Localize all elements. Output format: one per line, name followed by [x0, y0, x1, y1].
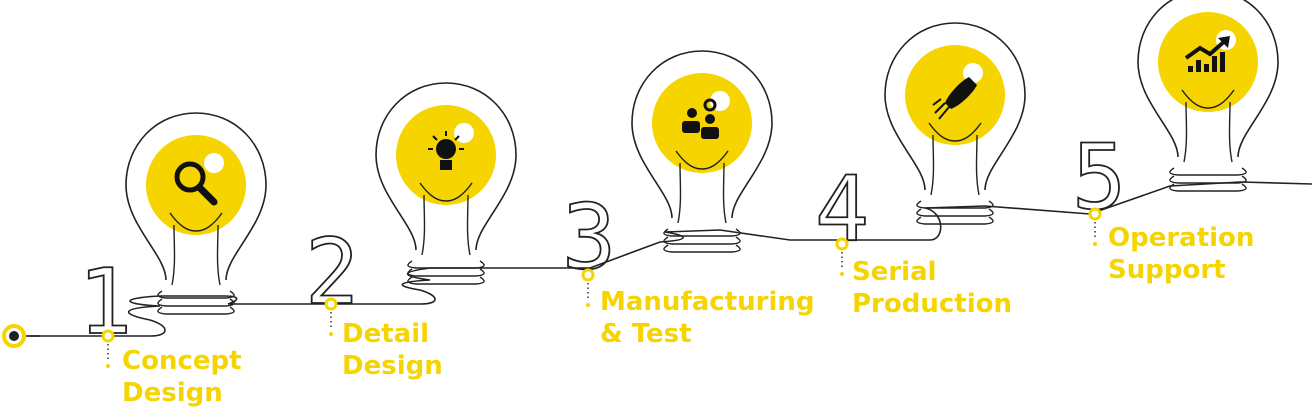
bulb-filament: [169, 212, 223, 286]
bulb-3: [631, 50, 773, 253]
bulb-1: [125, 112, 267, 315]
bulb-filament: [675, 150, 729, 224]
bulb-base-coil: [157, 306, 235, 315]
step-5-label-line2: Support: [1108, 255, 1226, 285]
step-3-label-line2: & Test: [600, 319, 692, 349]
bulb-fill: [146, 135, 246, 235]
magnifier-icon: [174, 161, 218, 206]
bulb-fill: [652, 73, 752, 173]
bulb-outline: [125, 112, 267, 281]
bulb-outline: [1137, 0, 1279, 158]
bulb-filament: [928, 122, 982, 196]
step-1-label: Concept Design: [122, 345, 242, 409]
bulb-base-coil: [1169, 167, 1247, 176]
bulb-fill: [1158, 12, 1258, 112]
step-2-label: Detail Design: [342, 318, 443, 382]
step-1-label-line1: Concept: [122, 346, 242, 376]
bulb-base-coil: [407, 276, 485, 285]
bulb-base-coil: [407, 260, 485, 269]
bulb-outline: [884, 22, 1026, 191]
step-4-small-dot: [840, 272, 844, 276]
step-5-label: Operation Support: [1108, 222, 1254, 286]
bulb-base-coil: [407, 268, 485, 277]
step-2-small-dot: [329, 332, 333, 336]
step-2-node-dot: [324, 297, 338, 311]
bulb-base-coil: [916, 216, 994, 225]
step-5-node-dot: [1088, 207, 1102, 221]
step-5-small-dot: [1093, 242, 1097, 246]
bulb-base-coil: [157, 298, 235, 307]
bulb-base-coil: [916, 200, 994, 209]
bulb-4: [884, 22, 1026, 225]
step-4-label-line2: Production: [852, 289, 1012, 319]
bulb-2: [375, 82, 517, 285]
step-3-label: Manufacturing & Test: [600, 286, 815, 350]
lightbulb-icon: [428, 131, 464, 170]
step-3-label-line1: Manufacturing: [600, 287, 815, 317]
step-1-label-line2: Design: [122, 378, 223, 408]
growth-chart-icon: [1184, 36, 1230, 72]
bulb-base-coil: [157, 290, 235, 299]
bulb-5: [1137, 0, 1279, 192]
step-1-small-dot: [106, 364, 110, 368]
bulb-base-coil: [663, 244, 741, 253]
bulb-base-coil: [916, 208, 994, 217]
bulb-outline: [631, 50, 773, 219]
rocket-icon: [932, 77, 977, 120]
bulb-highlight: [454, 123, 474, 143]
bulb-base-coil: [663, 228, 741, 237]
step-4-node-dot: [835, 237, 849, 251]
step-1-node-dot: [101, 329, 115, 343]
bulb-base-coil: [1169, 183, 1247, 192]
step-5-label-line1: Operation: [1108, 223, 1255, 253]
bulb-base-coil: [1169, 175, 1247, 184]
start-marker-dot: [9, 331, 19, 341]
step-4-label: Serial Production: [852, 256, 1012, 320]
bulb-outline: [375, 82, 517, 251]
step-2-label-line2: Design: [342, 351, 443, 381]
step-2-label-line1: Detail: [342, 319, 430, 349]
step-4-label-line1: Serial: [852, 257, 937, 287]
bulb-base-coil: [663, 236, 741, 245]
bulb-filament: [419, 182, 473, 256]
step-3-small-dot: [586, 303, 590, 307]
bulb-highlight: [204, 153, 224, 173]
team-gear-icon: [682, 98, 719, 139]
step-3-node-dot: [581, 268, 595, 282]
bulb-filament: [1181, 89, 1235, 163]
start-marker-icon: [2, 324, 26, 348]
